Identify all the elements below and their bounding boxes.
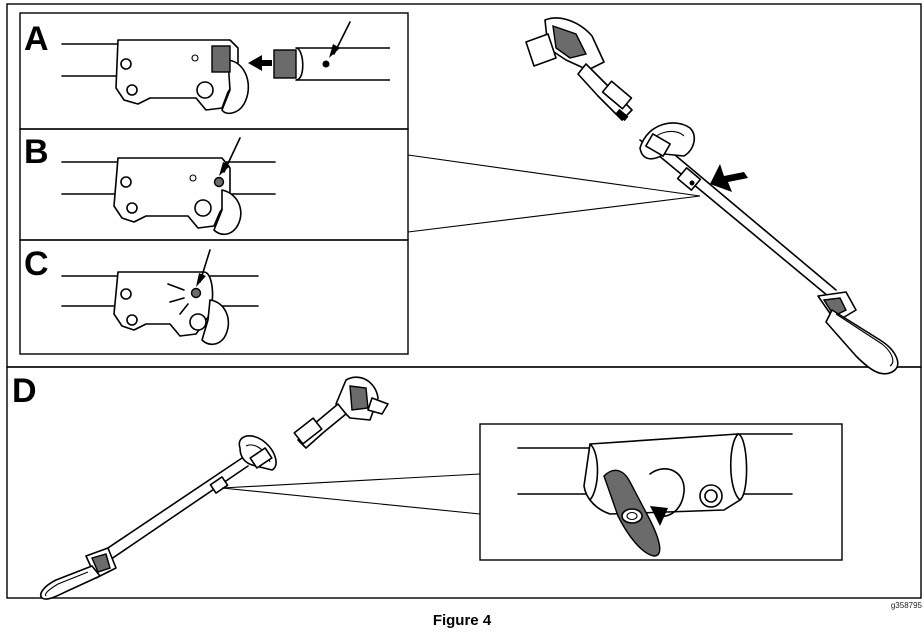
figure-id: g358795 xyxy=(890,601,922,610)
pole-saw-bottom xyxy=(40,376,389,600)
panel-c-coupler xyxy=(61,249,259,346)
callout-line-d-lower xyxy=(221,487,481,515)
callout-line-lower xyxy=(407,195,701,233)
panel-a-tube xyxy=(273,21,390,81)
panel-c-label: C xyxy=(24,245,49,283)
panel-d-inset-frame xyxy=(479,423,843,561)
figure-caption: Figure 4 xyxy=(432,612,492,629)
panel-a-coupler xyxy=(61,39,272,115)
panel-b-label: B xyxy=(24,133,49,171)
panel-d-label: D xyxy=(12,372,37,410)
outer-frame-bottom xyxy=(6,366,922,599)
panel-c-frame xyxy=(19,239,409,355)
panel-b-coupler xyxy=(61,137,276,236)
callout-line-upper xyxy=(407,154,701,197)
panel-a-label: A xyxy=(24,20,49,58)
pole-saw-top xyxy=(525,17,899,375)
panel-d-knob-detail xyxy=(517,433,793,557)
callout-line-d-upper xyxy=(221,473,481,489)
